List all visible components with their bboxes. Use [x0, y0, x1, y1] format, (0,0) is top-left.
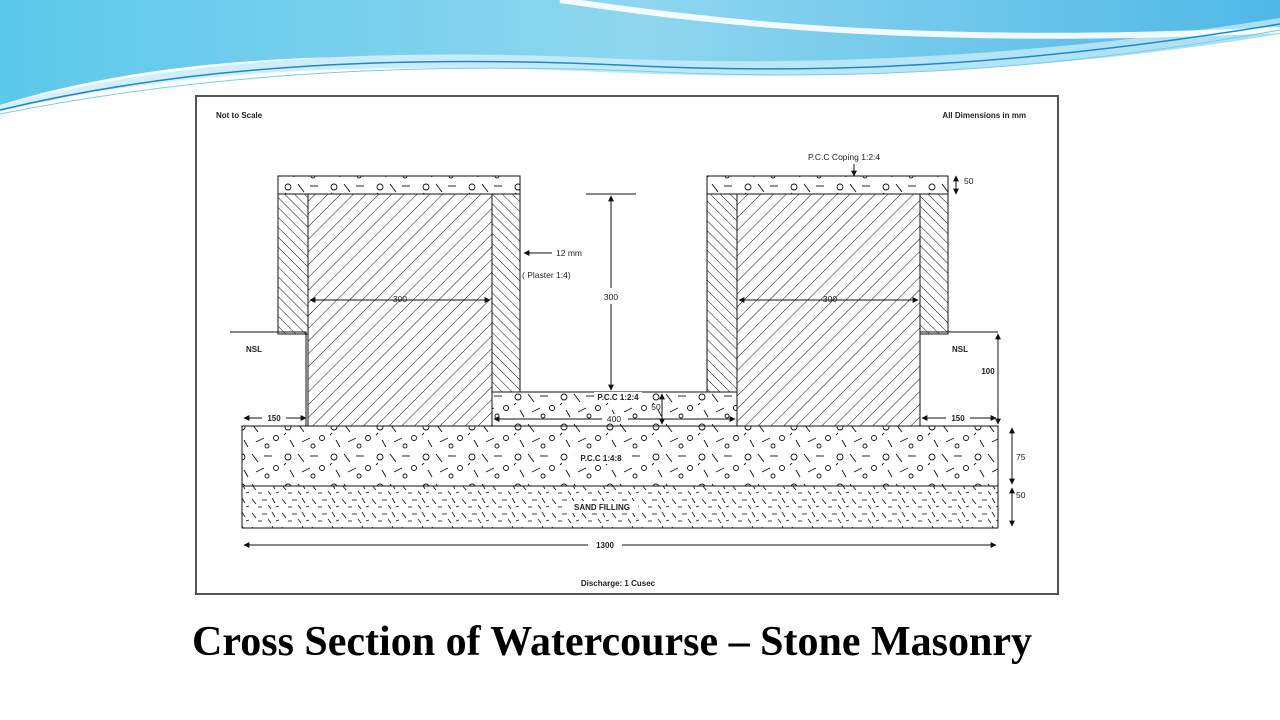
- right-wall-dim: 300: [823, 294, 837, 304]
- total-width-bg: [588, 540, 622, 550]
- right-plaster-inner: [706, 193, 738, 393]
- channel-depth-dim: 300: [604, 292, 618, 302]
- left-plaster-outer: [277, 193, 309, 335]
- offset-right-bg: [946, 413, 970, 423]
- plaster-thickness: 12 mm: [556, 248, 582, 258]
- base-dim: 75: [1016, 452, 1026, 462]
- base-label-bg: [574, 452, 628, 464]
- channel-width-dim: 400: [607, 414, 621, 424]
- bed-label: P.C.C 1:2:4: [597, 393, 639, 402]
- cross-section-drawing: Not to Scale All Dimensions in mm NSL NS…: [190, 90, 1070, 600]
- sand-label: SAND FILLING: [574, 503, 630, 512]
- coping-label: P.C.C Coping 1:2:4: [808, 152, 880, 162]
- plaster-label: ( Plaster 1:4): [522, 270, 571, 280]
- nsl-dim: 100: [981, 367, 995, 376]
- offset-left-dim: 150: [267, 414, 281, 423]
- sand-label-bg: [566, 501, 638, 513]
- coping-dim: 50: [964, 176, 974, 186]
- left-masonry-wall: [307, 193, 493, 427]
- right-masonry-wall: [736, 193, 921, 427]
- discharge-note: Discharge: 1 Cusec: [581, 579, 656, 588]
- slide-title: Cross Section of Watercourse – Stone Mas…: [192, 619, 1032, 665]
- bed-dim: 50: [651, 402, 661, 412]
- offset-left-bg: [262, 413, 286, 423]
- nsl-label-right: NSL: [952, 345, 968, 354]
- bed-label-bg: [594, 392, 642, 403]
- offset-right-dim: 150: [951, 414, 965, 423]
- scale-note: Not to Scale: [216, 111, 263, 120]
- sand-dim: 50: [1016, 490, 1026, 500]
- left-plaster-inner: [491, 193, 521, 393]
- base-label: P.C.C 1:4:8: [580, 454, 622, 463]
- left-wall-dim: 300: [393, 294, 407, 304]
- units-note: All Dimensions in mm: [942, 111, 1026, 120]
- left-coping: [277, 175, 521, 195]
- right-coping: [706, 175, 949, 195]
- header-wave-decoration: [0, 0, 1280, 115]
- total-width-dim: 1300: [596, 541, 614, 550]
- right-plaster-outer: [919, 193, 949, 335]
- nsl-label-left: NSL: [246, 345, 262, 354]
- channel-width-bg: [602, 414, 628, 423]
